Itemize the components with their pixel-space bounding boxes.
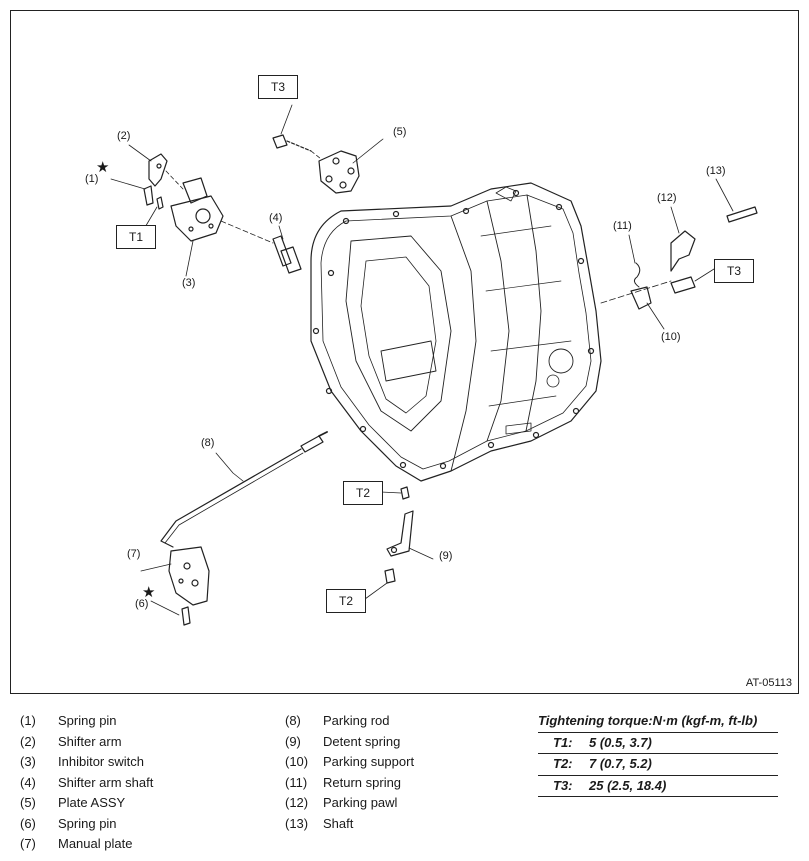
callout-11: (11) xyxy=(613,220,632,232)
inhibitor-switch-group xyxy=(143,153,302,274)
legend-item: (8)Parking rod xyxy=(285,713,390,728)
tightening-torque-table: Tightening torque:N·m (kgf-m, ft-lb) T1:… xyxy=(538,711,778,797)
exploded-view-figure: ★ ★ (1) (2) (3) (4) (5) (6) (7) (8) (9) … xyxy=(10,10,799,694)
plate-assy-group xyxy=(272,134,360,194)
legend-item: (1)Spring pin xyxy=(20,713,117,728)
callout-10: (10) xyxy=(661,331,681,343)
legend-item: (7)Manual plate xyxy=(20,836,133,851)
exploded-view-drawing xyxy=(110,104,758,626)
legend-item: (11)Return spring xyxy=(285,774,402,790)
legend-item: (13)Shaft xyxy=(285,815,354,831)
leader-lines xyxy=(110,104,734,616)
legend-item: (3)Inhibitor switch xyxy=(20,754,144,769)
torque-row-t1: T1:5 (0.5, 3.7) xyxy=(538,733,778,754)
callout-13: (13) xyxy=(706,165,726,177)
torque-tag-t3-support: T3 xyxy=(714,259,754,283)
star-marker-spring-pin-1: ★ xyxy=(96,159,110,176)
callout-5: (5) xyxy=(393,126,407,138)
callout-1: (1) xyxy=(85,173,99,185)
legend-item: (6)Spring pin xyxy=(20,815,117,831)
legend-item: (2)Shifter arm xyxy=(20,733,122,749)
parking-rod-group xyxy=(160,431,328,548)
detent-spring-group xyxy=(384,486,414,584)
callout-12: (12) xyxy=(657,192,677,204)
parts-legend-right: (8)Parking rod (9)Detent spring (10)Park… xyxy=(285,711,414,834)
transmission-case xyxy=(310,182,602,482)
callout-6: (6) xyxy=(135,598,149,610)
torque-heading: Tightening torque:N·m (kgf-m, ft-lb) xyxy=(538,711,778,733)
figure-code: AT-05113 xyxy=(745,677,792,689)
callout-3: (3) xyxy=(182,277,196,289)
legend-item: (5)Plate ASSY xyxy=(20,795,126,810)
star-marker-spring-pin-6: ★ xyxy=(142,584,156,601)
manual-plate-group xyxy=(168,546,210,626)
legend-item: (9)Detent spring xyxy=(285,733,401,749)
legend-item: (10)Parking support xyxy=(285,754,415,769)
torque-tag-t3-plate: T3 xyxy=(258,75,298,99)
callout-9: (9) xyxy=(439,550,453,562)
parking-pawl-group xyxy=(600,206,758,310)
torque-tag-t1: T1 xyxy=(116,225,156,249)
torque-tag-t2-lower: T2 xyxy=(326,589,366,613)
torque-row-t2: T2:7 (0.7, 5.2) xyxy=(538,754,778,776)
callout-8: (8) xyxy=(201,437,215,449)
torque-tag-t2-upper: T2 xyxy=(343,481,383,505)
legend-item: (12)Parking pawl xyxy=(285,795,398,810)
parts-legend-left: (1)Spring pin (2)Shifter arm (3)Inhibito… xyxy=(20,711,153,855)
legend-item: (4)Shifter arm shaft xyxy=(20,774,154,790)
torque-row-t3: T3:25 (2.5, 18.4) xyxy=(538,776,778,797)
callout-4: (4) xyxy=(269,212,283,224)
callout-2: (2) xyxy=(117,130,131,142)
callout-7: (7) xyxy=(127,548,141,560)
